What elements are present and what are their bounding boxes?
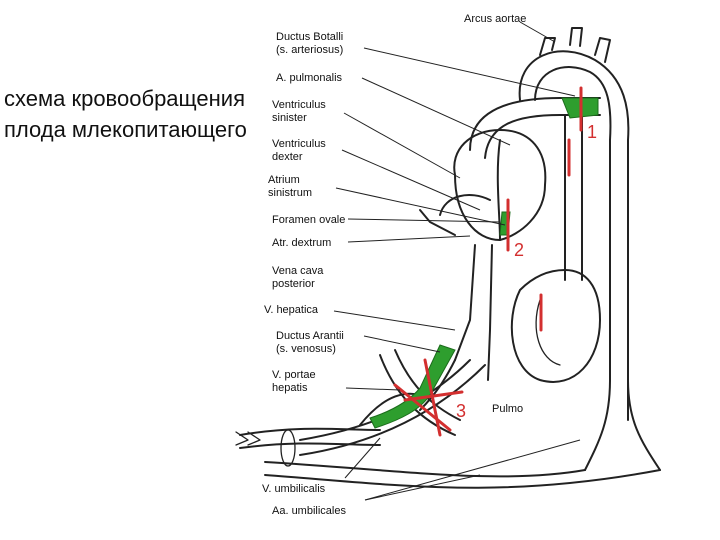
label-ductus-arantii-2: (s. venosus) — [276, 343, 336, 355]
label-a-pulmonalis: A. pulmonalis — [276, 72, 343, 84]
aortic-arch — [518, 27, 630, 141]
label-ductus-botalli: Ductus Botalli — [276, 31, 343, 43]
label-v-portae-2: hepatis — [272, 382, 308, 394]
heart — [419, 129, 547, 241]
label-atr-dextrum: Atr. dextrum — [272, 237, 331, 249]
label-ventriculus-dexter-2: dexter — [272, 151, 303, 163]
marker-number-3: 3 — [456, 401, 466, 421]
label-arcus-aortae: Arcus aortae — [464, 13, 526, 25]
title-line-2: плода млекопитающего — [4, 117, 247, 142]
label-vena-cava-1: Vena cava — [272, 265, 324, 277]
title-line-1: схема кровообращения — [4, 86, 245, 111]
label-ventriculus-sinister-2: sinister — [272, 112, 307, 124]
label-foramen-ovale: Foramen ovale — [272, 214, 345, 226]
leader-lines — [333, 21, 581, 501]
label-pulmo: Pulmo — [492, 403, 523, 415]
label-s-arteriosus: (s. arteriosus) — [276, 44, 343, 56]
lung — [510, 269, 601, 383]
umbilical-vessels — [235, 427, 661, 489]
labels: Arcus aortae Ductus Botalli (s. arterios… — [262, 13, 526, 517]
label-ventriculus-sinister-1: Ventriculus — [272, 99, 326, 111]
label-v-hepatica: V. hepatica — [264, 304, 319, 316]
marker-number-2: 2 — [514, 240, 524, 260]
label-ventriculus-dexter-1: Ventriculus — [272, 138, 326, 150]
label-aa-umbilicales: Aa. umbilicales — [272, 505, 346, 517]
label-atrium-sinistrum-2: sinistrum — [268, 187, 312, 199]
marker-number-1: 1 — [587, 122, 597, 142]
label-ductus-arantii-1: Ductus Arantii — [276, 330, 344, 342]
label-atrium-sinistrum-1: Atrium — [268, 174, 300, 186]
marker-lines — [393, 86, 583, 437]
label-vena-cava-2: posterior — [272, 278, 315, 290]
ductus-venosus-highlight — [369, 344, 456, 429]
label-v-portae-1: V. portae — [272, 369, 316, 381]
label-v-umbilicalis: V. umbilicalis — [262, 483, 326, 495]
descending-aorta — [584, 139, 661, 471]
marker-numbers: 1 2 3 — [456, 122, 597, 421]
